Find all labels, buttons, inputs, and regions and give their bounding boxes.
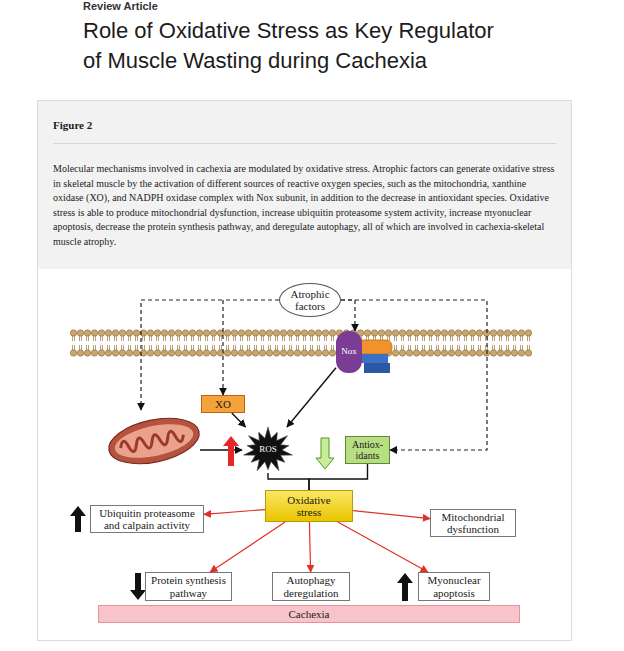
increase-arrow [70,506,86,532]
node-label: Atrophic factors [284,288,336,312]
dashed-arrow [141,300,222,410]
node-label: Autophagy deregulation [276,574,346,598]
arrow [200,449,242,450]
mitochondrion [105,411,204,471]
node-label: Nox [341,347,357,357]
node-label: ROS [259,445,277,455]
node-label: Protein synthesis pathway [149,574,228,598]
antioxidant-box: Antiox- idants [345,436,390,464]
decrease-arrow [130,573,146,600]
connector-arrow [232,413,246,427]
increase-arrow [223,436,239,466]
connector-arrow [287,368,336,427]
effect-box: Mitochondrial dysfunction [430,509,516,537]
mitochondrion-cristae [119,429,184,454]
connector-arrow [204,510,265,515]
effect-box: Myonuclear apoptosis [418,572,490,601]
stress-box: Oxidative stress [265,490,353,522]
enzyme-box: XO [201,395,245,413]
node-label: Oxidative stress [275,494,343,518]
connector-arrow [309,522,310,572]
connector-arrow [353,511,430,519]
effect-box: Ubiquitin proteasome and calpain activit… [90,505,204,533]
factor-oval: Atrophic factors [279,283,341,317]
node-label: Cachexia [289,608,330,620]
caption-rule [53,143,556,144]
connector-arrow [309,464,368,490]
node-label: Ubiquitin proteasome and calpain activit… [94,507,200,531]
node-label: Mitochondrial dysfunction [434,511,512,535]
connector-arrow [210,522,285,572]
cell-membrane [70,329,532,357]
nox-complex-part [361,354,388,363]
effect-box: Protein synthesis pathway [145,572,232,601]
star-shape [244,427,293,471]
caption-panel [38,101,571,269]
connector-arrow [338,522,428,572]
nox-complex-part [364,363,390,373]
connector-arrow [341,300,487,450]
outcome-band: Cachexia [98,605,520,623]
node-label: XO [215,398,231,410]
article-type: Review Article [83,0,158,12]
figure-panel [38,101,572,641]
figure-number: Figure 2 [53,119,92,131]
article-title: Role of Oxidative Stress as Key Regulato… [83,16,508,76]
node-label: Myonuclear apoptosis [422,574,486,598]
mitochondrion-outer [105,411,204,471]
ros-star: ROS [243,427,293,473]
increase-arrow [397,573,413,601]
connector-arrow [341,300,355,331]
connector-arrow [223,300,279,395]
decrease-arrow [316,438,334,469]
figure-caption: Molecular mechanisms involved in cachexi… [53,162,555,250]
effect-box: Autophagy deregulation [272,572,350,601]
mitochondrion-inner [112,418,196,464]
node-label: Antiox- idants [348,439,387,461]
connector-arrow [268,473,309,490]
nox-subunit: Nox [336,331,362,373]
